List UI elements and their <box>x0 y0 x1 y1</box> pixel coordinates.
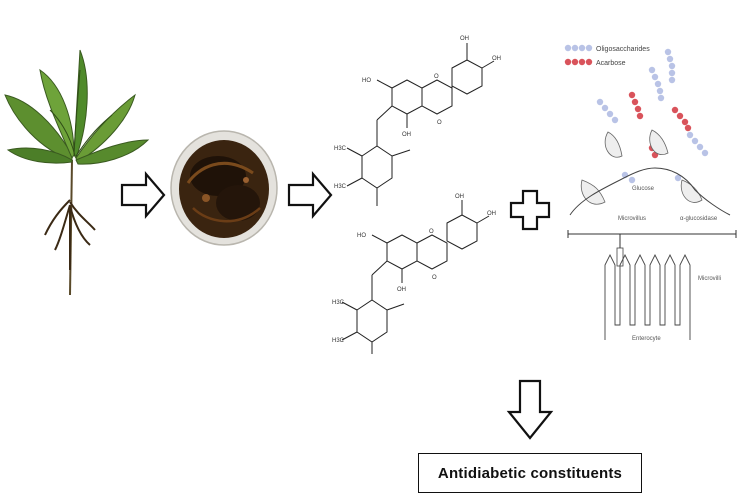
atom-label: OH <box>455 194 464 200</box>
atom-label: H3C <box>334 184 347 190</box>
microvillus-label: Microvillus <box>618 216 646 222</box>
arrow-right-icon <box>118 170 168 220</box>
legend-oligosaccharides-label: Oligosaccharides <box>596 46 650 53</box>
atom-label: OH <box>492 56 501 62</box>
atom-label: H3C <box>332 338 345 344</box>
atom-label: OH <box>402 132 411 138</box>
atom-label: OH <box>487 211 496 217</box>
atom-label: HO <box>357 233 366 239</box>
atom-label: OH <box>460 36 469 42</box>
atom-label: O <box>429 229 434 235</box>
atom-label: H3C <box>332 300 345 306</box>
atom-label: O <box>437 120 442 126</box>
atom-label: OH <box>397 287 406 293</box>
enterocyte-label: Enterocyte <box>632 336 661 342</box>
arrow-down-icon <box>506 378 554 442</box>
atom-label: O <box>434 74 439 80</box>
atom-label: HO <box>362 78 371 84</box>
microvilli-label: Microvilli <box>698 276 721 282</box>
enzyme-mechanism-icon: Oligosaccharides Acarbose <box>560 40 740 355</box>
legend-acarbose-label: Acarbose <box>596 60 626 67</box>
atom-label: O <box>432 275 437 281</box>
chemical-structure-icon: OH OH O HO OH O H3C H3C OH OH O HO OH O … <box>332 28 508 358</box>
glucosidase-label: α-glucosidase <box>680 216 718 222</box>
extract-bowl-icon <box>168 128 280 248</box>
atom-label: H3C <box>334 146 347 152</box>
plus-icon <box>508 188 552 232</box>
result-label: Antidiabetic constituents <box>438 465 622 482</box>
result-box: Antidiabetic constituents <box>418 453 642 493</box>
mechanism-legend: Oligosaccharides Acarbose <box>565 45 650 67</box>
arrow-right-icon <box>285 170 335 220</box>
glucose-label: Glucose <box>632 186 655 192</box>
